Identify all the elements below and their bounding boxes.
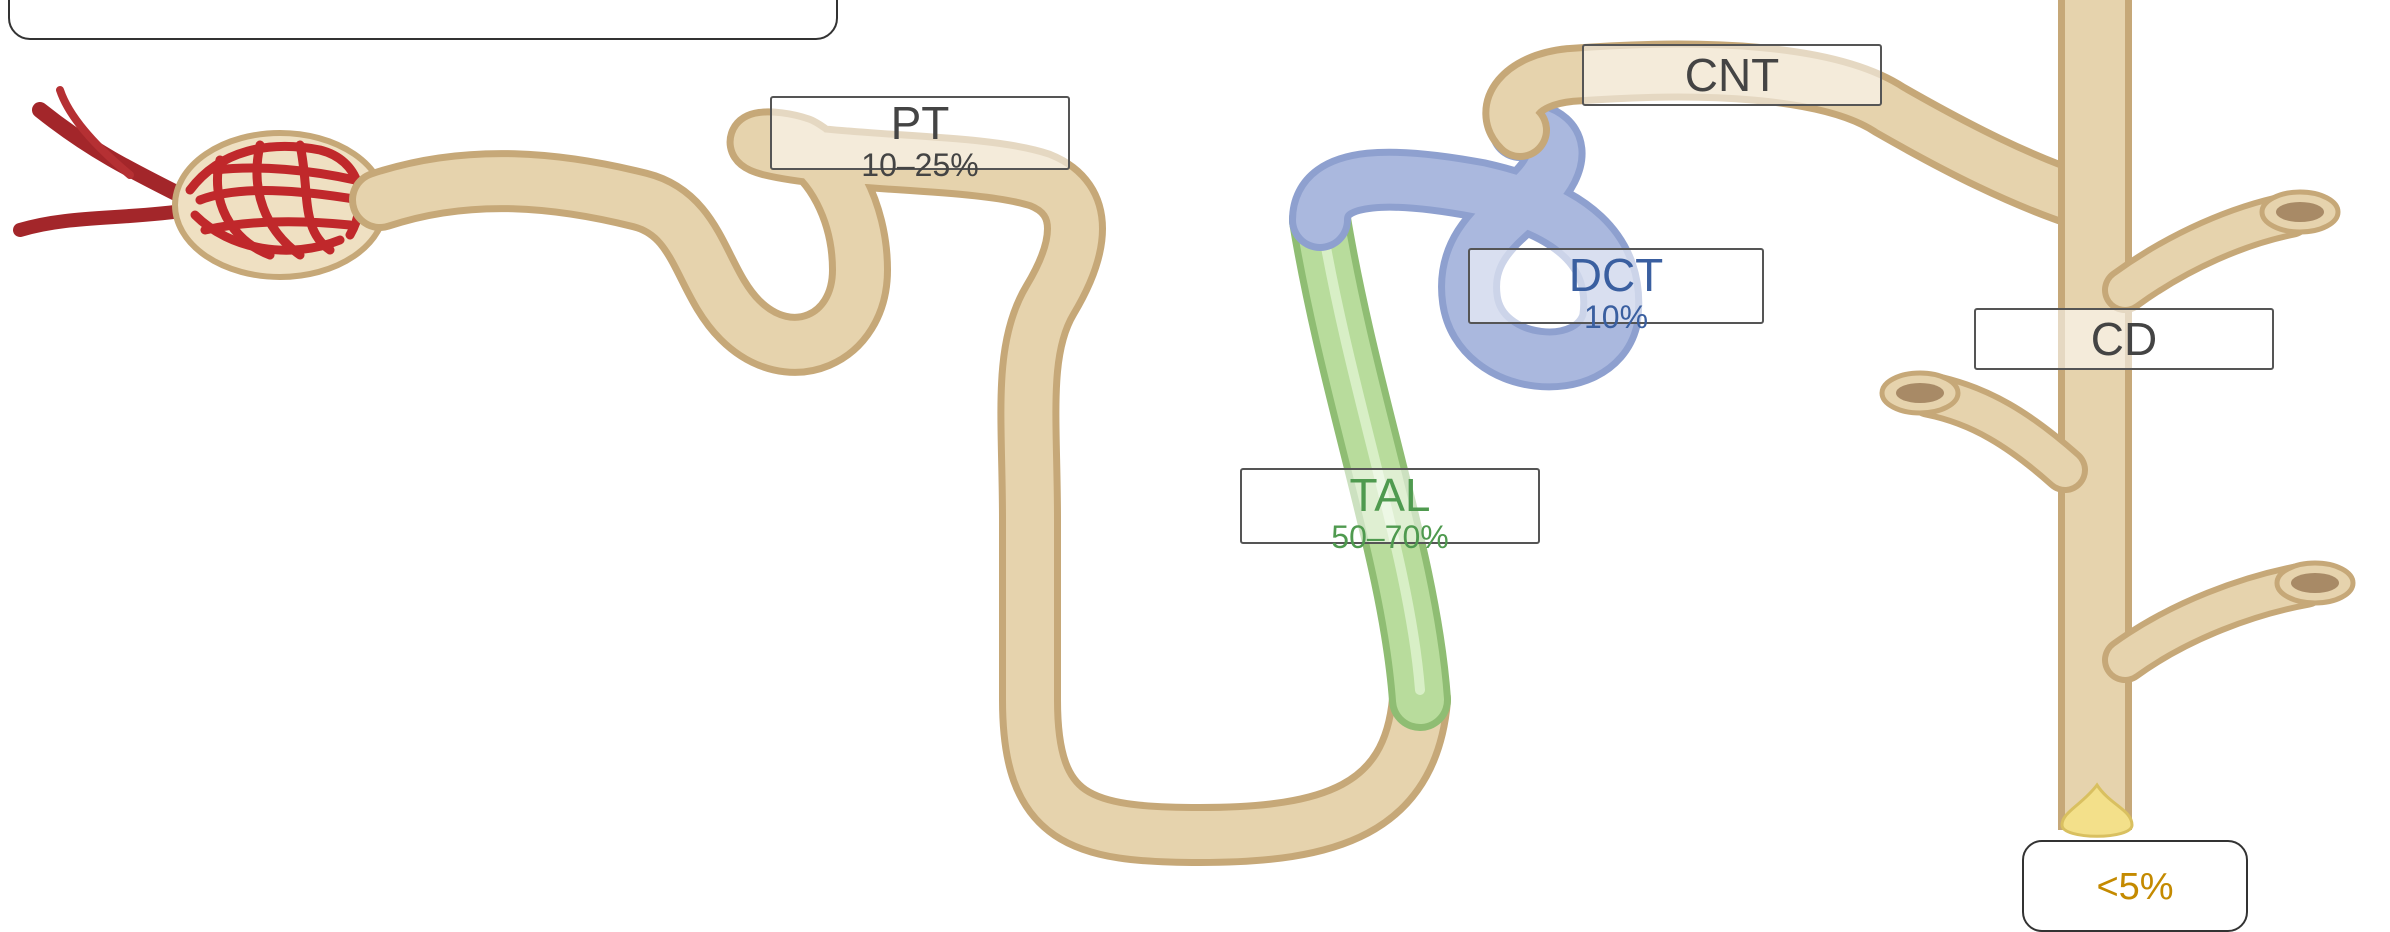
cd-label: CD: [1974, 308, 2274, 370]
cnt-name: CNT: [1584, 46, 1880, 104]
pt-label: PT 10–25%: [770, 96, 1070, 170]
pt-percent: 10–25%: [772, 148, 1068, 182]
tal-name: TAL: [1242, 470, 1538, 520]
excretion-box: <5%: [2022, 840, 2248, 932]
excretion-text: <5%: [2096, 866, 2173, 908]
cd-name: CD: [1976, 310, 2272, 368]
dct-label: DCT 10%: [1468, 248, 1764, 324]
caption-box: [8, 0, 838, 40]
pt-name: PT: [772, 98, 1068, 148]
tal-percent: 50–70%: [1242, 520, 1538, 554]
dct-name: DCT: [1470, 250, 1762, 300]
tal-segment: [1320, 220, 1420, 700]
cnt-label: CNT: [1582, 44, 1882, 106]
tal-label: TAL 50–70%: [1240, 468, 1540, 544]
dct-percent: 10%: [1470, 300, 1762, 334]
arterioles: [20, 90, 190, 230]
